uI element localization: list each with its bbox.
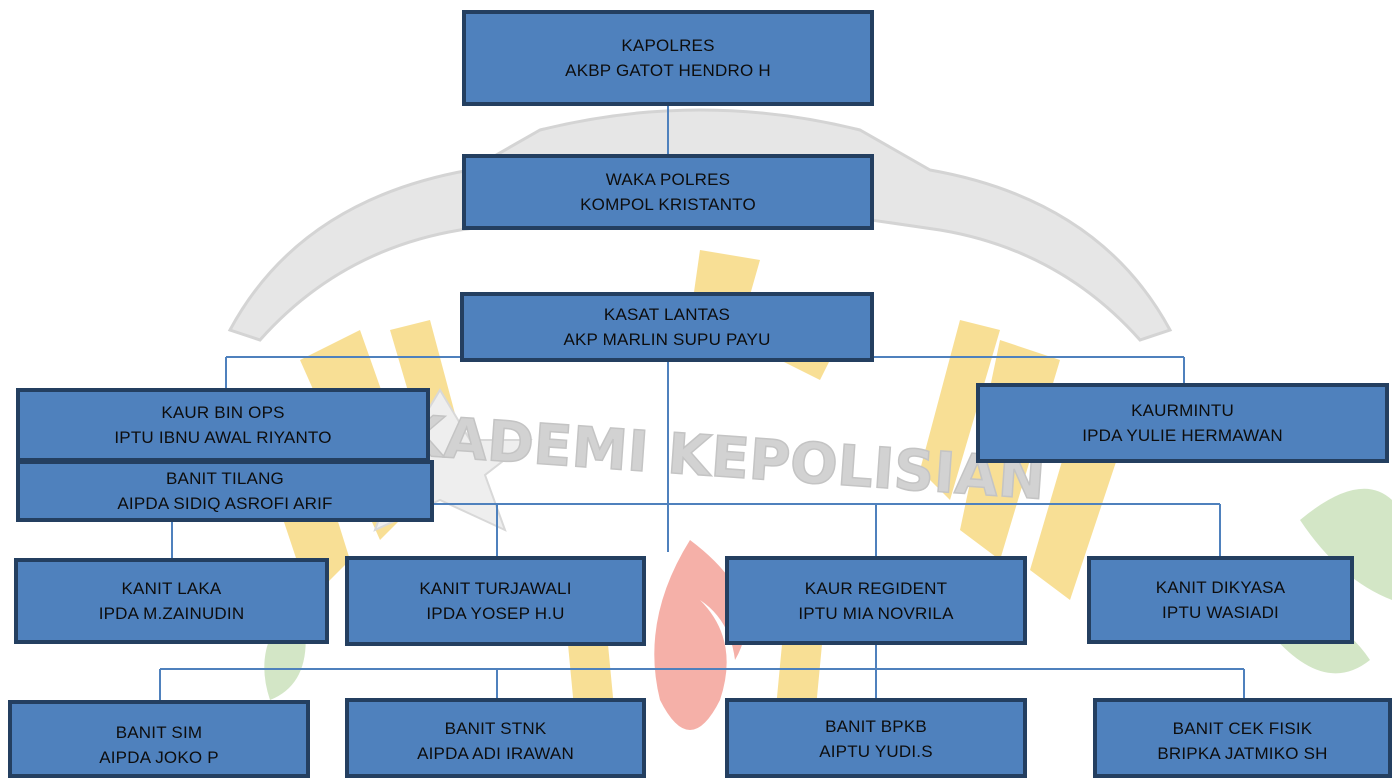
node-name: AIPDA ADI IRAWAN <box>417 744 574 763</box>
node-name: AIPDA SIDIQ ASROFI ARIF <box>117 494 333 513</box>
node-banit-sim: BANIT SIM AIPDA JOKO P <box>8 700 310 778</box>
node-role: KAURMINTU <box>1131 401 1234 420</box>
node-banit-tilang: BANIT TILANG AIPDA SIDIQ ASROFI ARIF <box>16 460 434 522</box>
node-name: KOMPOL KRISTANTO <box>580 195 756 214</box>
node-role: WAKA POLRES <box>605 170 731 189</box>
node-waka-polres: WAKA POLRES KOMPOL KRISTANTO <box>462 154 874 230</box>
node-name: IPDA M.ZAINUDIN <box>98 604 245 623</box>
node-kaur-regident: KAUR REGIDENT IPTU MIA NOVRILA <box>725 556 1027 645</box>
node-role: KANIT TURJAWALI <box>419 579 572 598</box>
node-kanit-dikyasa: KANIT DIKYASA IPTU WASIADI <box>1087 556 1354 644</box>
node-name: IPTU IBNU AWAL RIYANTO <box>114 428 332 447</box>
node-kaurmintu: KAURMINTU IPDA YULIE HERMAWAN <box>976 383 1389 463</box>
node-name: AIPDA JOKO P <box>99 748 219 767</box>
node-banit-bpkb: BANIT BPKB AIPTU YUDI.S <box>725 698 1027 778</box>
emblem-flame <box>654 540 746 730</box>
node-role: KAPOLRES <box>621 36 715 55</box>
node-role: BANIT BPKB <box>825 717 927 736</box>
node-role: KAUR BIN OPS <box>161 403 285 422</box>
node-role: KANIT DIKYASA <box>1155 578 1286 597</box>
node-banit-cek-fisik: BANIT CEK FISIK BRIPKA JATMIKO SH <box>1093 698 1392 778</box>
node-banit-stnk: BANIT STNK AIPDA ADI IRAWAN <box>345 698 646 778</box>
node-kapolres: KAPOLRES AKBP GATOT HENDRO H <box>462 10 874 106</box>
node-name: IPTU WASIADI <box>1161 603 1279 622</box>
node-role: KASAT LANTAS <box>603 305 731 324</box>
node-name: BRIPKA JATMIKO SH <box>1157 744 1328 763</box>
node-role: BANIT TILANG <box>166 469 284 488</box>
node-role: BANIT SIM <box>115 723 203 742</box>
node-name: AIPTU YUDI.S <box>819 742 933 761</box>
node-name: IPTU MIA NOVRILA <box>798 603 954 623</box>
node-kanit-turjawali: KANIT TURJAWALI IPDA YOSEP H.U <box>345 556 646 646</box>
node-kasat-lantas: KASAT LANTAS AKP MARLIN SUPU PAYU <box>460 292 874 362</box>
node-name: AKBP GATOT HENDRO H <box>565 61 771 80</box>
node-name: AKP MARLIN SUPU PAYU <box>563 330 771 349</box>
node-kanit-laka: KANIT LAKA IPDA M.ZAINUDIN <box>14 558 329 644</box>
node-name: IPDA YOSEP H.U <box>426 604 565 623</box>
node-role: BANIT STNK <box>444 719 547 738</box>
node-role: KANIT LAKA <box>121 579 222 598</box>
node-name: IPDA YULIE HERMAWAN <box>1082 426 1283 445</box>
node-role: KAUR REGIDENT <box>804 578 948 598</box>
node-kaur-bin-ops: KAUR BIN OPS IPTU IBNU AWAL RIYANTO <box>16 388 430 462</box>
node-role: BANIT CEK FISIK <box>1172 719 1313 738</box>
